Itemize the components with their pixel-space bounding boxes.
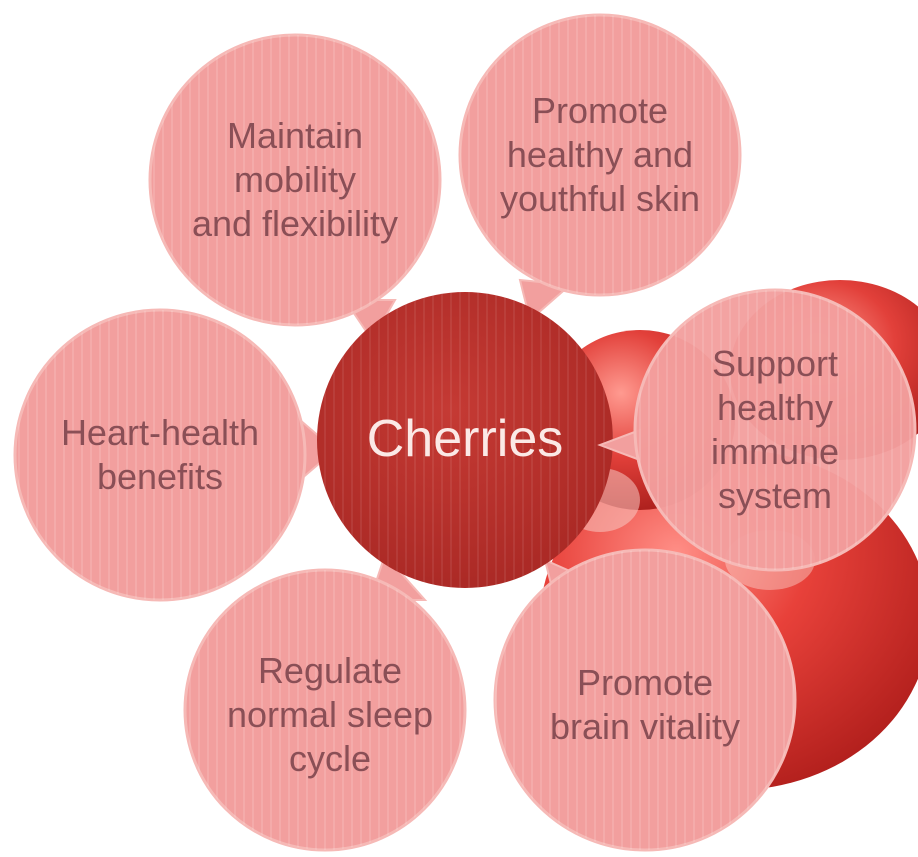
bubble-sleep xyxy=(183,553,467,852)
benefit-label-skin: Promote healthy and youthful skin xyxy=(499,90,701,219)
benefit-label-immune: Support healthy immune system xyxy=(710,343,840,516)
bubble-mobility xyxy=(148,33,442,342)
bubble-brain xyxy=(493,548,797,852)
center-label: Cherries xyxy=(366,410,564,469)
benefit-label-mobility: Maintain mobility and flexibility xyxy=(191,115,399,244)
benefit-label-heart: Heart-health benefits xyxy=(60,412,260,497)
bubble-skin xyxy=(458,13,742,322)
benefit-label-brain: Promote brain vitality xyxy=(549,662,741,747)
bubble-immune xyxy=(597,288,917,572)
bubble-heart xyxy=(13,308,337,602)
center-circle xyxy=(317,292,613,588)
benefit-label-sleep: Regulate normal sleep cycle xyxy=(226,650,434,779)
